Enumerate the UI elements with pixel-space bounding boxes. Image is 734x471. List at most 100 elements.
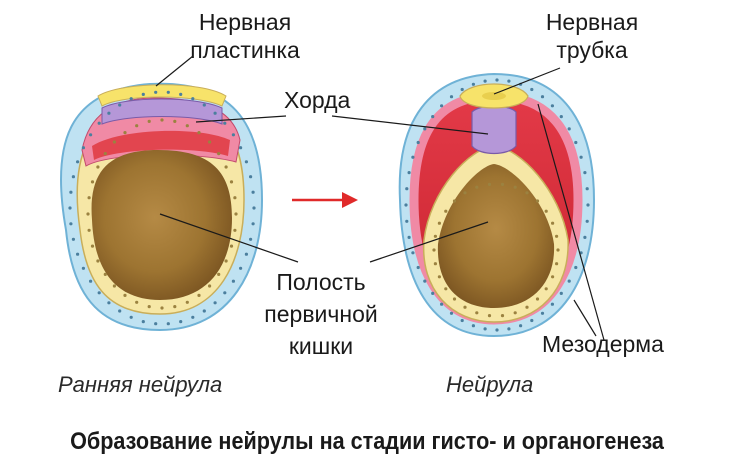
cell-nucleus bbox=[224, 259, 228, 263]
cell-nucleus bbox=[431, 291, 435, 295]
cell-nucleus bbox=[525, 305, 529, 309]
cell-nucleus bbox=[197, 293, 201, 297]
cell-nucleus bbox=[118, 309, 122, 313]
cell-nucleus bbox=[535, 199, 540, 203]
cell-nucleus bbox=[112, 284, 116, 288]
label-neural-tube-line2: трубка bbox=[556, 37, 628, 63]
cell-nucleus bbox=[559, 291, 563, 295]
cell-nucleus bbox=[166, 322, 170, 326]
cell-nucleus bbox=[500, 314, 505, 318]
label-gut-cavity-line3: кишки bbox=[288, 333, 354, 359]
cell-nucleus bbox=[69, 222, 73, 226]
early-neural-plate bbox=[97, 84, 227, 107]
early-notochord bbox=[101, 98, 223, 125]
cell-nucleus bbox=[197, 131, 201, 135]
neural-tube-lumen bbox=[482, 92, 506, 100]
cell-nucleus bbox=[495, 328, 499, 332]
cell-nucleus bbox=[239, 266, 243, 270]
cell-nucleus bbox=[202, 309, 206, 313]
leader-lines bbox=[155, 55, 605, 341]
cell-nucleus bbox=[96, 259, 100, 263]
neurula-cell-texture bbox=[404, 78, 590, 332]
early-cell-texture bbox=[68, 90, 256, 326]
label-neural-plate-line2: пластинка bbox=[190, 37, 300, 63]
cell-nucleus bbox=[444, 209, 448, 213]
cell-nucleus bbox=[433, 262, 437, 266]
cell-nucleus bbox=[233, 228, 237, 232]
cell-nucleus bbox=[129, 97, 133, 101]
label-gut-cavity-line2: первичной bbox=[264, 301, 378, 327]
cell-nucleus bbox=[431, 115, 435, 119]
cell-nucleus bbox=[544, 209, 548, 213]
cell-nucleus bbox=[231, 133, 235, 137]
cell-nucleus bbox=[154, 90, 158, 94]
cell-nucleus bbox=[112, 140, 116, 144]
cell-nucleus bbox=[87, 196, 91, 200]
cell-nucleus bbox=[525, 191, 529, 195]
cell-nucleus bbox=[191, 97, 195, 101]
cell-nucleus bbox=[213, 301, 217, 305]
cell-nucleus bbox=[535, 297, 540, 301]
cell-nucleus bbox=[118, 103, 122, 107]
cell-nucleus bbox=[583, 171, 587, 175]
cell-nucleus bbox=[234, 212, 238, 216]
cell-nucleus bbox=[107, 301, 111, 305]
cell-nucleus bbox=[544, 287, 548, 291]
caption-early-neurula: Ранняя нейрула bbox=[58, 372, 223, 397]
cell-nucleus bbox=[407, 171, 411, 175]
cell-nucleus bbox=[202, 103, 206, 107]
cell-nucleus bbox=[483, 79, 487, 83]
cell-nucleus bbox=[460, 318, 464, 323]
cell-nucleus bbox=[90, 244, 95, 248]
cell-nucleus bbox=[71, 237, 75, 241]
cell-nucleus bbox=[495, 78, 499, 82]
cell-nucleus bbox=[224, 165, 228, 169]
cell-nucleus bbox=[147, 119, 151, 123]
cell-nucleus bbox=[404, 203, 408, 207]
label-neural-tube: Нервная трубка bbox=[522, 8, 662, 64]
cell-nucleus bbox=[444, 287, 448, 291]
cell-nucleus bbox=[487, 314, 492, 318]
cell-nucleus bbox=[123, 131, 127, 135]
cell-nucleus bbox=[76, 160, 80, 164]
cell-nucleus bbox=[229, 244, 234, 248]
cell-nucleus bbox=[160, 118, 164, 122]
leader-neural-plate bbox=[155, 55, 194, 87]
cell-nucleus bbox=[555, 234, 559, 238]
cell-nucleus bbox=[191, 315, 195, 319]
cell-nucleus bbox=[405, 219, 409, 223]
cell-nucleus bbox=[433, 234, 437, 238]
cell-nucleus bbox=[231, 279, 235, 283]
cell-nucleus bbox=[471, 82, 475, 86]
cell-nucleus bbox=[147, 305, 151, 309]
cell-nucleus bbox=[555, 262, 559, 266]
cell-nucleus bbox=[251, 222, 255, 226]
cell-nucleus bbox=[551, 275, 555, 279]
label-notochord: Хорда bbox=[284, 87, 351, 113]
cell-nucleus bbox=[487, 182, 492, 186]
cell-nucleus bbox=[437, 275, 441, 279]
cell-nucleus bbox=[251, 190, 255, 194]
cell-nucleus bbox=[579, 155, 583, 159]
cell-nucleus bbox=[229, 180, 234, 184]
cell-nucleus bbox=[507, 327, 511, 331]
cell-nucleus bbox=[475, 311, 479, 315]
cell-nucleus bbox=[86, 212, 90, 216]
cell-nucleus bbox=[405, 187, 409, 191]
leader-mesoderm-upper bbox=[537, 103, 605, 341]
cell-nucleus bbox=[173, 119, 177, 123]
neurula-gut-cavity bbox=[437, 164, 555, 308]
cell-nucleus bbox=[97, 291, 101, 295]
cell-nucleus bbox=[252, 206, 256, 210]
cell-nucleus bbox=[81, 146, 85, 150]
cell-nucleus bbox=[432, 248, 436, 252]
cell-nucleus bbox=[81, 266, 85, 270]
leader-notochord-left bbox=[195, 115, 287, 123]
cell-nucleus bbox=[416, 140, 420, 145]
cell-nucleus bbox=[76, 252, 80, 256]
cell-nucleus bbox=[567, 279, 571, 283]
cell-nucleus bbox=[213, 111, 217, 115]
leader-cavity-left bbox=[159, 213, 299, 263]
cell-nucleus bbox=[135, 124, 139, 128]
